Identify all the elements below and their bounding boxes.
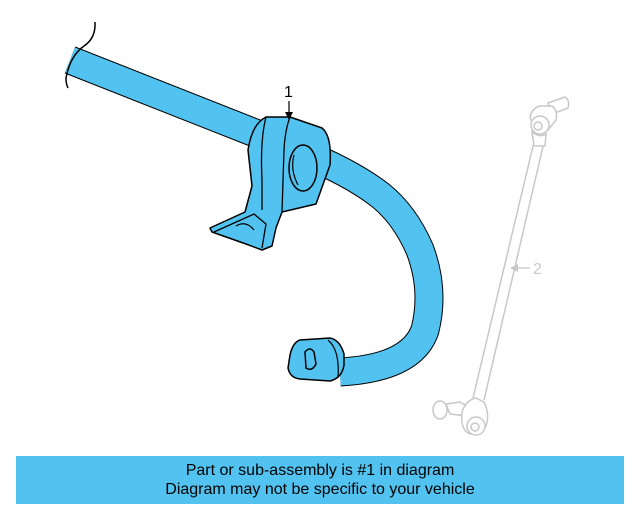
parts-diagram: 1 2 <box>64 21 570 436</box>
callout-2-label: 2 <box>533 261 542 278</box>
stabilizer-link <box>432 96 570 436</box>
callout-1: 1 <box>284 84 293 120</box>
info-banner: Part or sub-assembly is #1 in diagram Di… <box>16 456 624 504</box>
callout-1-label: 1 <box>284 84 293 101</box>
banner-line-1: Part or sub-assembly is #1 in diagram <box>185 462 455 479</box>
bushing-bracket <box>209 116 332 251</box>
stabilizer-bar-fill <box>65 47 443 386</box>
callout-2: 2 <box>510 261 542 278</box>
end-link-hole <box>304 348 317 371</box>
end-eye-edge-line <box>327 339 339 379</box>
bar-break-line <box>65 21 96 89</box>
stabilizer-bar[interactable] <box>64 21 444 387</box>
banner-line-2: Diagram may not be specific to your vehi… <box>165 481 475 498</box>
